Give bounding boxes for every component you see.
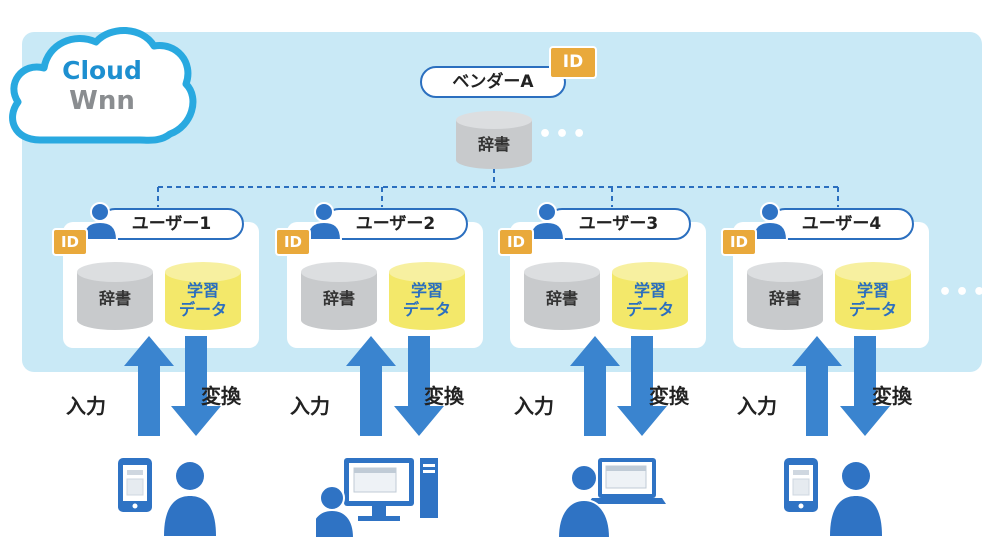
laptop-user-icon (556, 458, 666, 539)
vendor-dictionary: 辞書 (454, 110, 534, 170)
user-dictionary: 辞書 (745, 260, 825, 332)
input-arrow-icon (792, 336, 842, 436)
user-dictionary-label: 辞書 (768, 289, 801, 308)
convert-arrow-icon (840, 336, 890, 436)
users-more-dots: ••• (938, 280, 990, 305)
database-icon (524, 262, 600, 330)
user-learning-data: 学習 データ (163, 260, 243, 332)
input-label: 入力 (514, 394, 554, 418)
convert-arrow-icon (617, 336, 667, 436)
user-device-laptop (556, 456, 666, 542)
convert-label: 変換 (649, 384, 689, 408)
user-label: ユーザー2 (323, 208, 468, 240)
user-label: ユーザー4 (769, 208, 914, 240)
learning-label-line1: 学習 (633, 281, 666, 300)
learning-label-line2: データ (402, 300, 451, 319)
logo-line1: Cloud (62, 56, 142, 85)
cloud-logo-icon (9, 27, 197, 144)
learning-label-line2: データ (848, 300, 897, 319)
learning-label-line1: 学習 (410, 281, 443, 300)
user-dictionary: 辞書 (522, 260, 602, 332)
input-arrow (346, 336, 396, 440)
database-icon (835, 262, 911, 330)
user-avatar (527, 200, 567, 241)
database-icon (456, 111, 532, 169)
tablet-user-icon (118, 458, 216, 536)
user-id-badge: ID (498, 228, 534, 256)
convert-label: 変換 (424, 384, 464, 408)
database-icon (612, 262, 688, 330)
user-label: ユーザー1 (99, 208, 244, 240)
user-id-badge: ID (721, 228, 757, 256)
tablet-user-icon (784, 458, 882, 536)
convert-arrow-icon (171, 336, 221, 436)
user-dictionary: 辞書 (299, 260, 379, 332)
input-arrow (792, 336, 842, 440)
vendor-dictionary-label: 辞書 (477, 135, 510, 154)
database-icon (301, 262, 377, 330)
user-learning-data: 学習 データ (610, 260, 690, 332)
convert-label: 変換 (201, 384, 241, 408)
user-avatar-icon (528, 202, 566, 241)
user-learning-data: 学習 データ (833, 260, 913, 332)
user-learning-data: 学習 データ (387, 260, 467, 332)
user-device-desktop (308, 456, 446, 542)
input-arrow (124, 336, 174, 440)
learning-label-line2: データ (625, 300, 674, 319)
database-icon (165, 262, 241, 330)
convert-arrow (171, 336, 221, 440)
input-arrow-icon (124, 336, 174, 436)
user-id-badge: ID (275, 228, 311, 256)
vendor-label: ベンダーA (420, 66, 566, 98)
input-label: 入力 (290, 394, 330, 418)
user-id-badge: ID (52, 228, 88, 256)
convert-arrow (394, 336, 444, 440)
user-dictionary-label: 辞書 (98, 289, 131, 308)
user-avatar (304, 200, 344, 241)
user-label: ユーザー3 (546, 208, 691, 240)
user-dictionary-label: 辞書 (322, 289, 355, 308)
learning-label-line2: データ (178, 300, 227, 319)
user-avatar-icon (305, 202, 343, 241)
input-label: 入力 (737, 394, 777, 418)
convert-arrow-icon (394, 336, 444, 436)
database-icon (389, 262, 465, 330)
learning-label-line1: 学習 (856, 281, 889, 300)
desktop-user-icon (308, 458, 438, 539)
database-icon (77, 262, 153, 330)
convert-arrow (840, 336, 890, 440)
user-dictionary: 辞書 (75, 260, 155, 332)
input-arrow-icon (570, 336, 620, 436)
input-arrow-icon (346, 336, 396, 436)
input-arrow (570, 336, 620, 440)
vendor-id-badge: ID (549, 46, 597, 79)
learning-label-line1: 学習 (186, 281, 219, 300)
convert-arrow (617, 336, 667, 440)
database-icon (747, 262, 823, 330)
cloud-logo-text: Cloud Wnn (52, 56, 152, 116)
vendor-more-dots: ••• (538, 122, 590, 147)
user-device-tablet (116, 456, 226, 540)
convert-label: 変換 (872, 384, 912, 408)
logo-line2: Wnn (69, 86, 135, 116)
input-label: 入力 (66, 394, 106, 418)
user-dictionary-label: 辞書 (545, 289, 578, 308)
user-device-tablet (782, 456, 892, 540)
